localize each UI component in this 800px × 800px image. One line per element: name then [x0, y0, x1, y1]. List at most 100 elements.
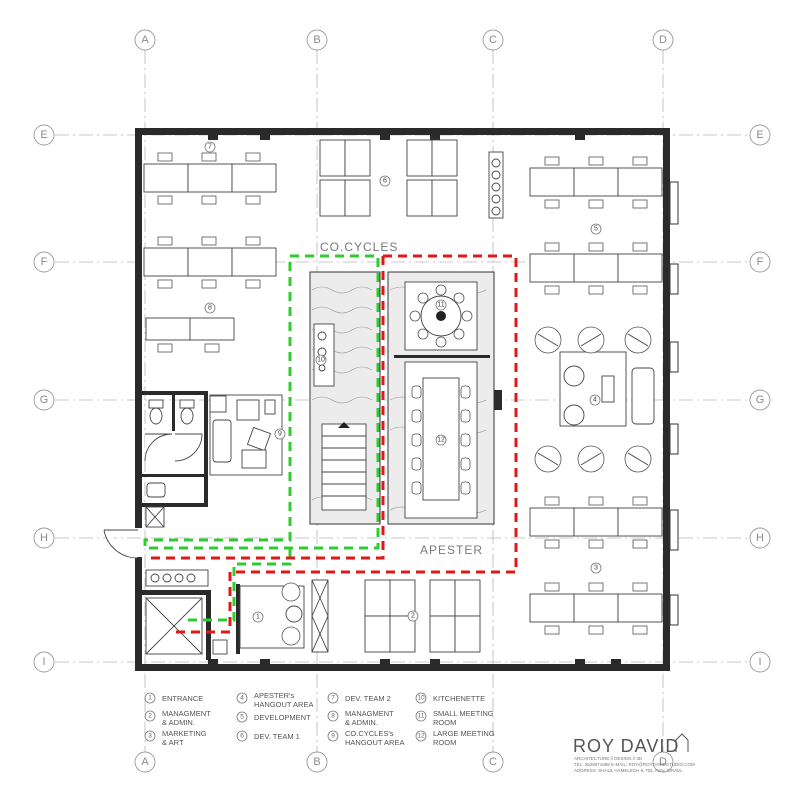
svg-text:4: 4 [240, 695, 244, 702]
svg-text:1: 1 [148, 695, 152, 702]
architect-contact: TEL: 0528571898 E-MAIL: ROY@ROYDAVIDSTUD… [574, 762, 695, 767]
svg-text:2: 2 [411, 613, 415, 620]
svg-text:12: 12 [437, 437, 445, 444]
svg-text:& ADMIN.: & ADMIN. [162, 718, 195, 727]
svg-text:12: 12 [417, 733, 425, 740]
room-number-5: 5 [590, 223, 602, 235]
grid-row-marker: G [749, 389, 771, 411]
svg-text:8: 8 [331, 713, 335, 720]
svg-text:5: 5 [594, 226, 598, 233]
room-number-12: 12 [435, 434, 447, 446]
svg-text:D: D [659, 756, 667, 768]
svg-text:B: B [313, 756, 320, 768]
hangout-co-cycles [209, 394, 283, 476]
svg-text:& ADMIN.: & ADMIN. [345, 718, 378, 727]
svg-text:MARKETING: MARKETING [162, 729, 207, 738]
svg-text:G: G [40, 394, 49, 406]
grid-col-marker: D [652, 29, 674, 51]
grid-col-marker: C [482, 751, 504, 773]
grid-col-marker: B [306, 751, 328, 773]
svg-text:E: E [756, 129, 763, 141]
svg-text:MANAGMENT: MANAGMENT [345, 709, 394, 718]
elevator-block [142, 569, 228, 660]
svg-text:F: F [41, 256, 48, 268]
svg-text:11: 11 [418, 713, 425, 720]
architect-tagline: ARCHITECTURE // DESIGN // 3D [574, 756, 643, 761]
restroom-block [142, 391, 208, 528]
grid-column-markers: A B C D A B C D [134, 29, 674, 773]
svg-text:9: 9 [278, 431, 282, 438]
hangout-apester [534, 326, 655, 473]
grid-row-marker: H [33, 527, 55, 549]
svg-text:1: 1 [256, 614, 260, 621]
svg-text:H: H [40, 532, 48, 544]
svg-text:CO.CYCLES's: CO.CYCLES's [345, 729, 394, 738]
svg-text:H: H [756, 532, 764, 544]
svg-text:ROOM: ROOM [433, 738, 456, 747]
svg-text:APESTER's: APESTER's [254, 691, 294, 700]
room-number-8: 8 [204, 302, 216, 314]
co-cycles-label: CO.CYCLES [320, 240, 398, 254]
legend-item-3: 3 MARKETING& ART [144, 729, 207, 747]
room-number-2: 2 [407, 610, 419, 622]
room-number-markers: 1 2 3 4 5 6 7 8 9 10 11 12 [204, 141, 602, 623]
svg-text:10: 10 [317, 357, 325, 364]
svg-text:D: D [659, 34, 667, 46]
svg-text:7: 7 [208, 144, 212, 151]
svg-text:HANGOUT AREA: HANGOUT AREA [254, 700, 313, 709]
svg-text:5: 5 [240, 714, 244, 721]
svg-text:7: 7 [331, 695, 335, 702]
svg-text:E: E [40, 129, 47, 141]
svg-text:KITCHENETTE: KITCHENETTE [433, 694, 485, 703]
architect-address: ADDRESS: SHAUL HAMELECH 6, TEL AVIV, ISR… [574, 768, 683, 773]
svg-text:9: 9 [331, 733, 335, 740]
svg-text:I: I [42, 656, 45, 668]
svg-text:6: 6 [383, 178, 387, 185]
legend-item-8: 8 MANAGMENT& ADMIN. [327, 709, 394, 727]
svg-text:F: F [757, 256, 764, 268]
grid-row-markers: E F G H I E F G H I [33, 124, 771, 673]
svg-text:B: B [313, 34, 320, 46]
grid-col-marker: A [134, 29, 156, 51]
svg-text:10: 10 [417, 695, 425, 702]
grid-col-marker: D [652, 751, 674, 773]
svg-text:DEVELOPMENT: DEVELOPMENT [254, 713, 311, 722]
svg-text:2: 2 [148, 713, 152, 720]
svg-text:MANAGMENT: MANAGMENT [162, 709, 211, 718]
svg-text:ROOM: ROOM [433, 718, 456, 727]
desk-cluster-management-2 [364, 579, 481, 653]
grid-row-marker: E [33, 124, 55, 146]
grid-row-marker: F [33, 251, 55, 273]
grid-row-marker: E [749, 124, 771, 146]
grid-row-marker: F [749, 251, 771, 273]
entrance-door [103, 529, 139, 559]
svg-text:& ART: & ART [162, 738, 184, 747]
legend-item-6: 6 DEV. TEAM 1 [236, 730, 300, 742]
room-number-7: 7 [204, 141, 216, 153]
house-icon [675, 733, 689, 752]
legend-item-7: 7 DEV. TEAM 2 [327, 692, 391, 704]
entrance-lounge [236, 579, 329, 654]
svg-text:C: C [489, 34, 497, 46]
grid-row-marker: I [749, 651, 771, 673]
svg-text:ENTRANCE: ENTRANCE [162, 694, 203, 703]
central-core [309, 271, 495, 525]
svg-text:G: G [756, 394, 765, 406]
svg-text:A: A [141, 756, 149, 768]
svg-text:I: I [758, 656, 761, 668]
desk-cluster-dev-team-2 [143, 152, 277, 205]
legend-item-1: 1 ENTRANCE [144, 692, 203, 704]
co-cycles-zone-outline [143, 254, 380, 550]
apester-zone-outline [176, 254, 518, 634]
room-number-3: 3 [590, 562, 602, 574]
grid-row-marker: I [33, 651, 55, 673]
room-number-11: 11 [435, 299, 447, 311]
desk-cluster-management-8 [143, 236, 277, 353]
room-number-9: 9 [274, 428, 286, 440]
svg-text:3: 3 [148, 733, 152, 740]
grid-row-marker: H [749, 527, 771, 549]
